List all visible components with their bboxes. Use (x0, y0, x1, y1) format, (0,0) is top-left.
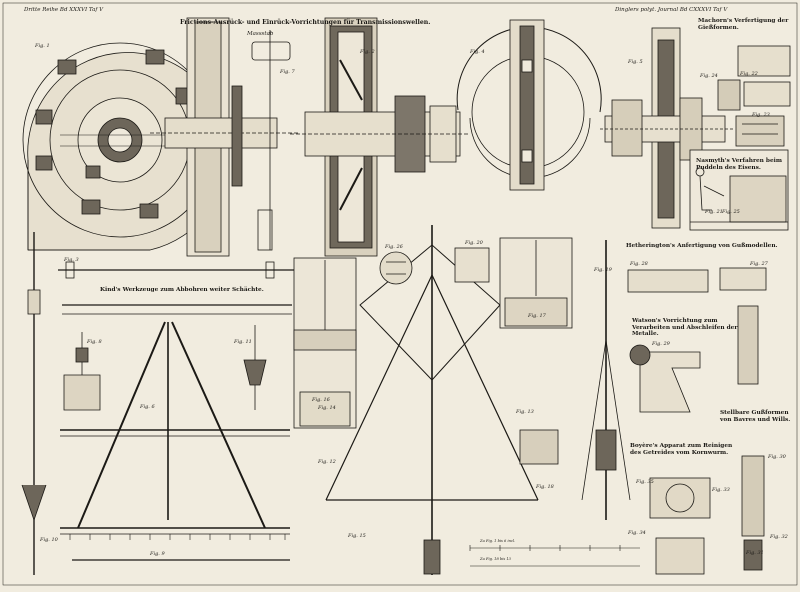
fig14-frame (293, 257, 357, 429)
fig20-circle-detail (379, 247, 490, 285)
fig-label-2: Fig. 2 (360, 49, 375, 55)
fig-label-28: Fig. 28 (630, 261, 648, 267)
fig19-vertical-device (581, 240, 631, 520)
scale-bars (469, 545, 640, 567)
fig-label-22: Fig. 22 (740, 71, 758, 77)
fig-label-14: Fig. 14 (318, 405, 336, 411)
machorn-figures (717, 45, 791, 147)
fig-label-15: Fig. 15 (348, 533, 366, 539)
fig-label-13: Fig. 13 (516, 409, 534, 415)
fig-label-33: Fig. 33 (712, 487, 730, 493)
fig-label-21: Fig. 21 (705, 209, 723, 215)
fig18-column (499, 237, 573, 465)
fig2-shaft-elevation (150, 17, 300, 257)
fig-label-5: Fig. 5 (628, 59, 643, 65)
fig-label-16: Fig. 16 (312, 397, 330, 403)
fig-label-32: Fig. 32 (770, 534, 788, 540)
fig-label-4: Fig. 4 (470, 49, 485, 55)
fig-label-7: Fig. 7 (280, 69, 295, 75)
kind-vertical-rod (21, 232, 47, 575)
scale-label-b: Zu Fig. 18 bis 13 (480, 557, 511, 561)
fig-label-11: Fig. 11 (234, 339, 252, 345)
fig-label-20: Fig. 20 (465, 240, 483, 246)
boyere-apparatus (649, 455, 765, 575)
fig-label-29: Fig. 29 (652, 341, 670, 347)
fig-label-34: Fig. 34 (628, 530, 646, 536)
kind-rod (58, 261, 296, 561)
caption-boyere: Boyère's Apparat zum Reinigen des Getrei… (630, 443, 733, 456)
fig-label-31: Fig. 31 (746, 550, 764, 556)
scale-label-a: Zu Fig. 1 bis 6 incl. (480, 539, 516, 543)
fig-label-25: Fig. 25 (722, 209, 740, 215)
nasmyth-figure (689, 149, 789, 231)
fig3-shaft-section (290, 17, 470, 257)
fig5-pulley-hub (600, 27, 735, 229)
fig11-tool (243, 325, 267, 410)
fig1-clutch-disk (22, 42, 229, 251)
fig-label-1: Fig. 1 (35, 43, 50, 49)
plate-header-left: Dritte Reihe Bd XXXVI Taf V (24, 7, 104, 13)
fig-label-23: Fig. 23 (752, 112, 770, 118)
fig7-tool (63, 332, 101, 411)
fig-label-3: Fig. 3 (64, 257, 79, 263)
fig-label-26: Fig. 26 (385, 244, 403, 250)
fig-label-18: Fig. 18 (536, 484, 554, 490)
caption-massstab: Massstab (247, 31, 274, 37)
caption-machorn: Machorn's Verfertigung der Gießformen. (698, 18, 789, 31)
caption-hetherington: Hetherington's Anfertigung von Gußmodell… (626, 243, 778, 249)
fig-label-9: Fig. 9 (150, 551, 165, 557)
fig-label-6: Fig. 6 (140, 404, 155, 410)
fig-label-17: Fig. 17 (528, 313, 546, 319)
fig-label-10: Fig. 10 (40, 537, 58, 543)
fig-label-27: Fig. 27 (750, 261, 768, 267)
caption-frictions: Frictions-Ausrück- und Einrück-Vorrichtu… (180, 19, 431, 26)
fig-label-24: Fig. 24 (700, 73, 718, 79)
plate-header-right: Dinglers polyt. Journal Bd CXXXVI Taf V (615, 7, 728, 13)
fig-label-19: Fig. 19 (594, 267, 612, 273)
fig4-brake-disk (456, 19, 602, 191)
watson-machine (627, 267, 767, 413)
fig-label-30: Fig. 30 (768, 454, 786, 460)
fig6-a-frame (60, 304, 292, 540)
caption-kind: Kind's Werkzeuge zum Abbohren weiter Sch… (100, 287, 264, 293)
caption-nasmyth: Nasmyth's Verfahren beim Puddeln des Eis… (696, 158, 782, 171)
fig-label-12: Fig. 12 (318, 459, 336, 465)
fig-label-35: Fig. 35 (636, 479, 654, 485)
fig-label-8: Fig. 8 (87, 339, 102, 345)
caption-watson: Watson's Vorrichtung zum Verarbeiten und… (632, 318, 738, 338)
caption-stellbare: Stellbare Gußformen von Bavres und Wills… (720, 410, 791, 423)
